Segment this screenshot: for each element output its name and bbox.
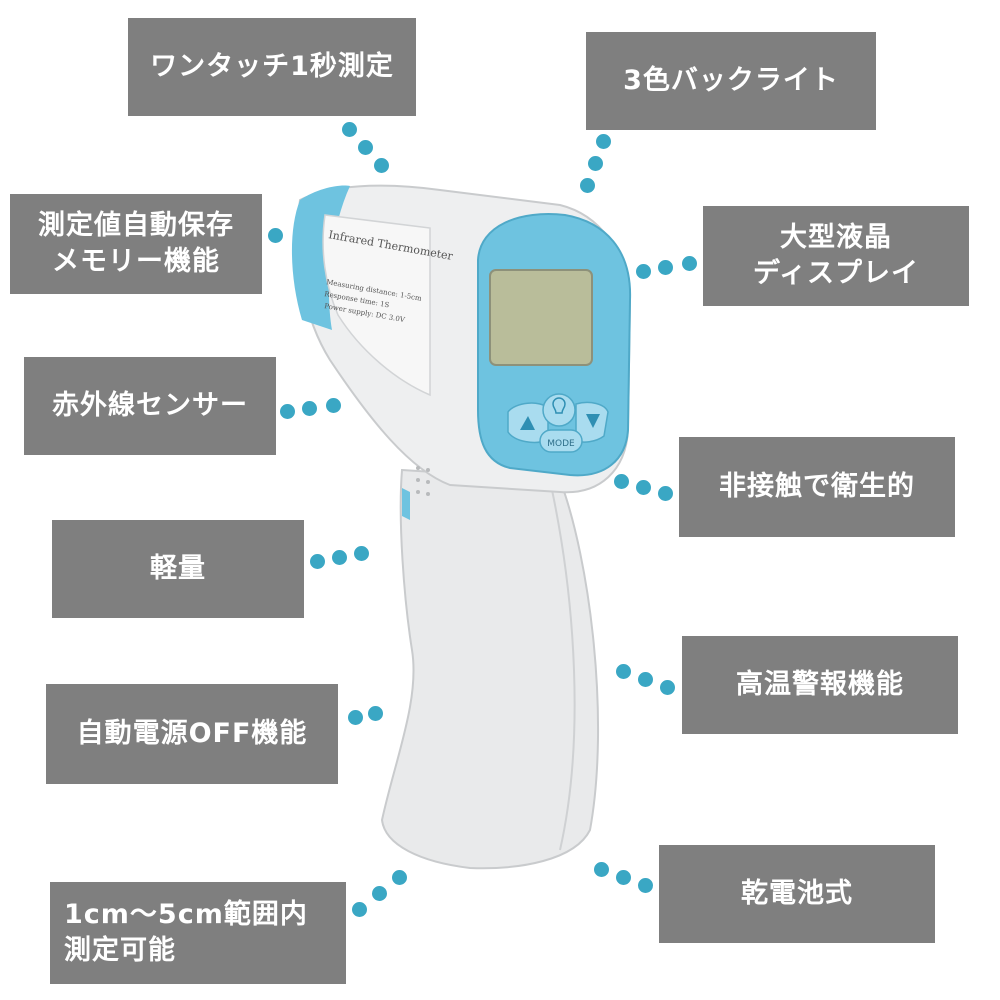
feature-auto-off-text: 自動電源OFF機能 [76,717,308,749]
feature-sensor-text: 赤外線センサー [52,389,248,421]
feature-battery: 乾電池式 [659,845,935,943]
up-arrow-icon [520,416,535,430]
light-button [542,393,576,427]
mode-button [539,429,583,453]
feature-range-text-1: 1cm〜5cm範囲内 [64,898,308,930]
speaker-grille [416,466,430,496]
feature-memory: 測定値自動保存 メモリー機能 [10,194,262,294]
feature-hygienic-text: 非接触で衛生的 [719,470,915,502]
trigger [402,488,410,520]
lcd-screen [489,269,593,366]
feature-display-text-2: ディスプレイ [752,258,920,289]
thermometer-handle-seam [551,489,576,851]
feature-backlight: 3色バックライト [586,32,876,130]
feature-one-touch: ワンタッチ1秒測定 [128,18,416,116]
thermometer-handle [380,468,600,870]
feature-memory-text-2: メモリー機能 [52,246,220,277]
feature-range: 1cm〜5cm範囲内 測定可能 [50,882,346,984]
down-arrow-icon [586,414,600,428]
feature-display-text-1: 大型液晶 [780,221,892,253]
thermometer-label-plate [322,214,431,397]
feature-hygienic: 非接触で衛生的 [679,437,955,537]
bulb-icon [552,397,566,414]
feature-sensor: 赤外線センサー [24,357,276,455]
feature-backlight-text: 3色バックライト [623,64,839,96]
feature-auto-off: 自動電源OFF機能 [46,684,338,784]
feature-light: 軽量 [52,520,304,618]
feature-one-touch-text: ワンタッチ1秒測定 [150,50,394,82]
feature-memory-text-1: 測定値自動保存 [38,209,234,241]
feature-battery-text: 乾電池式 [741,877,853,909]
feature-alarm-text: 高温警報機能 [736,668,904,700]
feature-range-text-2: 測定可能 [64,935,176,966]
feature-light-text: 軽量 [150,552,206,584]
mode-button-label: MODE [547,439,575,449]
feature-alarm: 高温警報機能 [682,636,958,734]
feature-display: 大型液晶 ディスプレイ [703,206,969,306]
